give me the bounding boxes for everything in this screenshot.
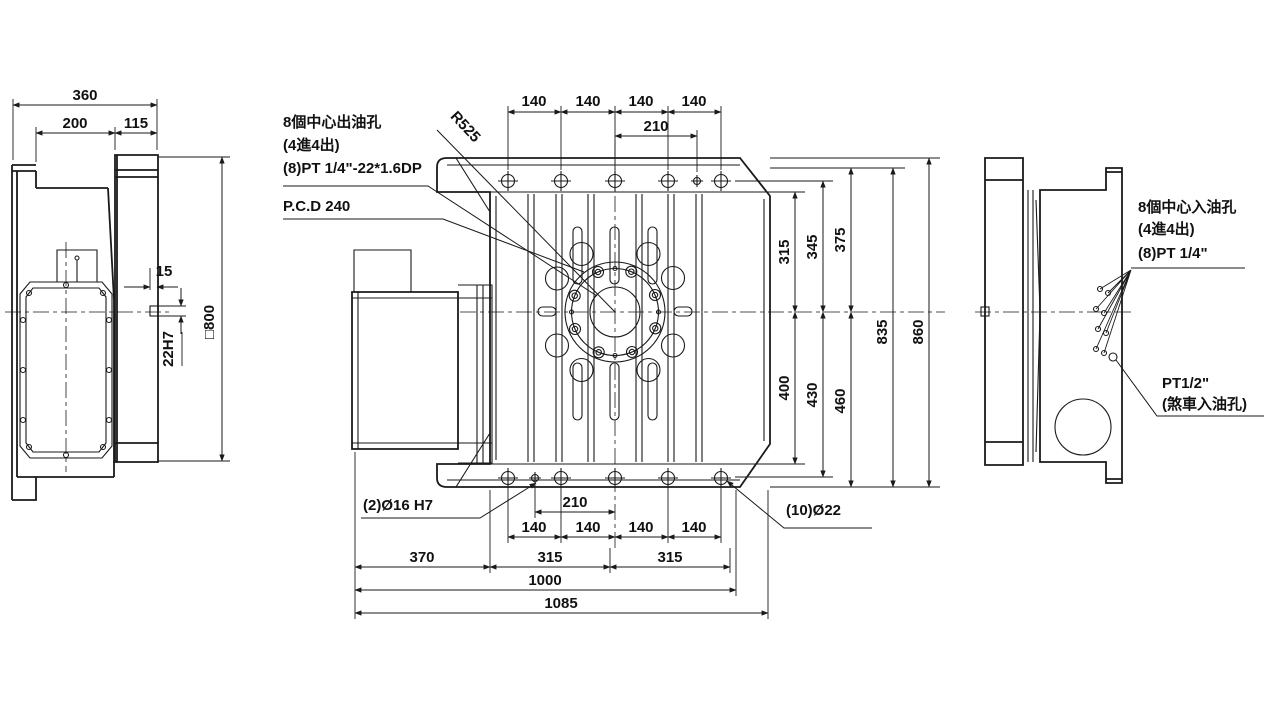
dim-bot-140-2: 140 [575, 519, 600, 536]
dim-375: 375 [832, 227, 849, 252]
front-right-dimensions: 315 345 375 400 430 460 835 860 [735, 157, 940, 488]
dim-1000: 1000 [528, 572, 561, 589]
bolt-count-label: (10)Ø22 [786, 502, 841, 519]
front-view: 8個中心出油孔 (4進4出) (8)PT 1/4"-22*1.6DP P.C.D… [283, 93, 945, 619]
dim-315-b1: 315 [537, 549, 562, 566]
mount-bolt-holes [498, 171, 731, 488]
brake-label-line2: (煞車入油孔) [1162, 395, 1247, 413]
bottom-bore [1054, 398, 1112, 456]
front-housing-details [352, 249, 493, 464]
right-view-body [1039, 167, 1123, 484]
dim-835: 835 [874, 319, 891, 344]
dim-860: 860 [910, 319, 927, 344]
oil-in-label-line3: (8)PT 1/4" [1138, 245, 1208, 262]
dim-315-b2: 315 [657, 549, 682, 566]
right-side-view: 8個中心入油孔 (4進4出) (8)PT 1/4" PT1/2" (煞車入油孔) [975, 157, 1264, 484]
left-view-dimensions: 360 200 115 □800 15 22H7 [12, 87, 230, 462]
dim-bot-140-3: 140 [628, 519, 653, 536]
dim-bottom-210: 210 [562, 494, 587, 511]
oil-out-label-line2: (4進4出) [283, 136, 340, 154]
front-top-dimensions: 140 140 140 140 210 [507, 93, 722, 172]
brake-label-line1: PT1/2" [1162, 375, 1209, 392]
oil-hole-leaders [1095, 269, 1132, 354]
dowel-label: (2)Ø16 H7 [363, 497, 433, 514]
front-view-callouts: 8個中心出油孔 (4進4出) (8)PT 1/4"-22*1.6DP P.C.D… [283, 108, 872, 529]
dim-800: □800 [201, 305, 218, 339]
brake-oil-hole [1108, 352, 1118, 362]
dim-400: 400 [776, 375, 793, 400]
dim-top-140-4: 140 [681, 93, 706, 110]
dim-15: 15 [156, 263, 173, 280]
oil-out-label-line1: 8個中心出油孔 [283, 113, 381, 131]
dim-430: 430 [804, 382, 821, 407]
oil-in-label-line2: (4進4出) [1138, 220, 1195, 238]
dim-360: 360 [72, 87, 97, 104]
front-housing [351, 291, 459, 450]
dim-top-140-2: 140 [575, 93, 600, 110]
front-plate-edges [447, 157, 770, 488]
right-view-gib [1027, 190, 1041, 462]
pcd-label: P.C.D 240 [283, 198, 350, 215]
right-view-plate-column [984, 157, 1024, 466]
dim-1085: 1085 [544, 595, 577, 612]
dim-22h7: 22H7 [160, 331, 177, 367]
pin-icon [74, 255, 80, 261]
dim-115: 115 [124, 115, 148, 132]
outer-hole-circle-pattern [544, 241, 686, 383]
radius-label: R525 [447, 108, 484, 146]
front-bottom-dimensions: 210 140 140 140 140 370 315 315 1000 108… [354, 452, 769, 619]
dim-345: 345 [804, 234, 821, 259]
left-view-body [11, 164, 115, 501]
key-slot [980, 306, 990, 317]
dim-460: 460 [832, 388, 849, 413]
key-slot [149, 305, 159, 317]
dim-315: 315 [776, 239, 793, 264]
bolt-bottom-row [498, 468, 731, 488]
dim-bot-140-1: 140 [521, 519, 546, 536]
dim-top-140-3: 140 [628, 93, 653, 110]
front-plate-outline [436, 157, 771, 488]
dim-370: 370 [409, 549, 434, 566]
oil-in-label-line1: 8個中心入油孔 [1138, 198, 1236, 216]
motor-box [56, 249, 98, 283]
dim-top-140-1: 140 [521, 93, 546, 110]
oil-out-label-line3: (8)PT 1/4"-22*1.6DP [283, 160, 422, 177]
right-view-callouts: 8個中心入油孔 (4進4出) (8)PT 1/4" PT1/2" (煞車入油孔) [1115, 198, 1264, 417]
bolt-top-row [498, 171, 731, 191]
dim-200: 200 [62, 115, 87, 132]
t-slot-lines [527, 194, 703, 462]
dim-bot-140-4: 140 [681, 519, 706, 536]
dim-top-210: 210 [643, 118, 668, 135]
capsule-slots [537, 226, 693, 421]
left-side-view: 360 200 115 □800 15 22H7 [5, 87, 230, 501]
cover-plate-outer [19, 281, 113, 459]
left-view-plate-column [114, 154, 159, 463]
